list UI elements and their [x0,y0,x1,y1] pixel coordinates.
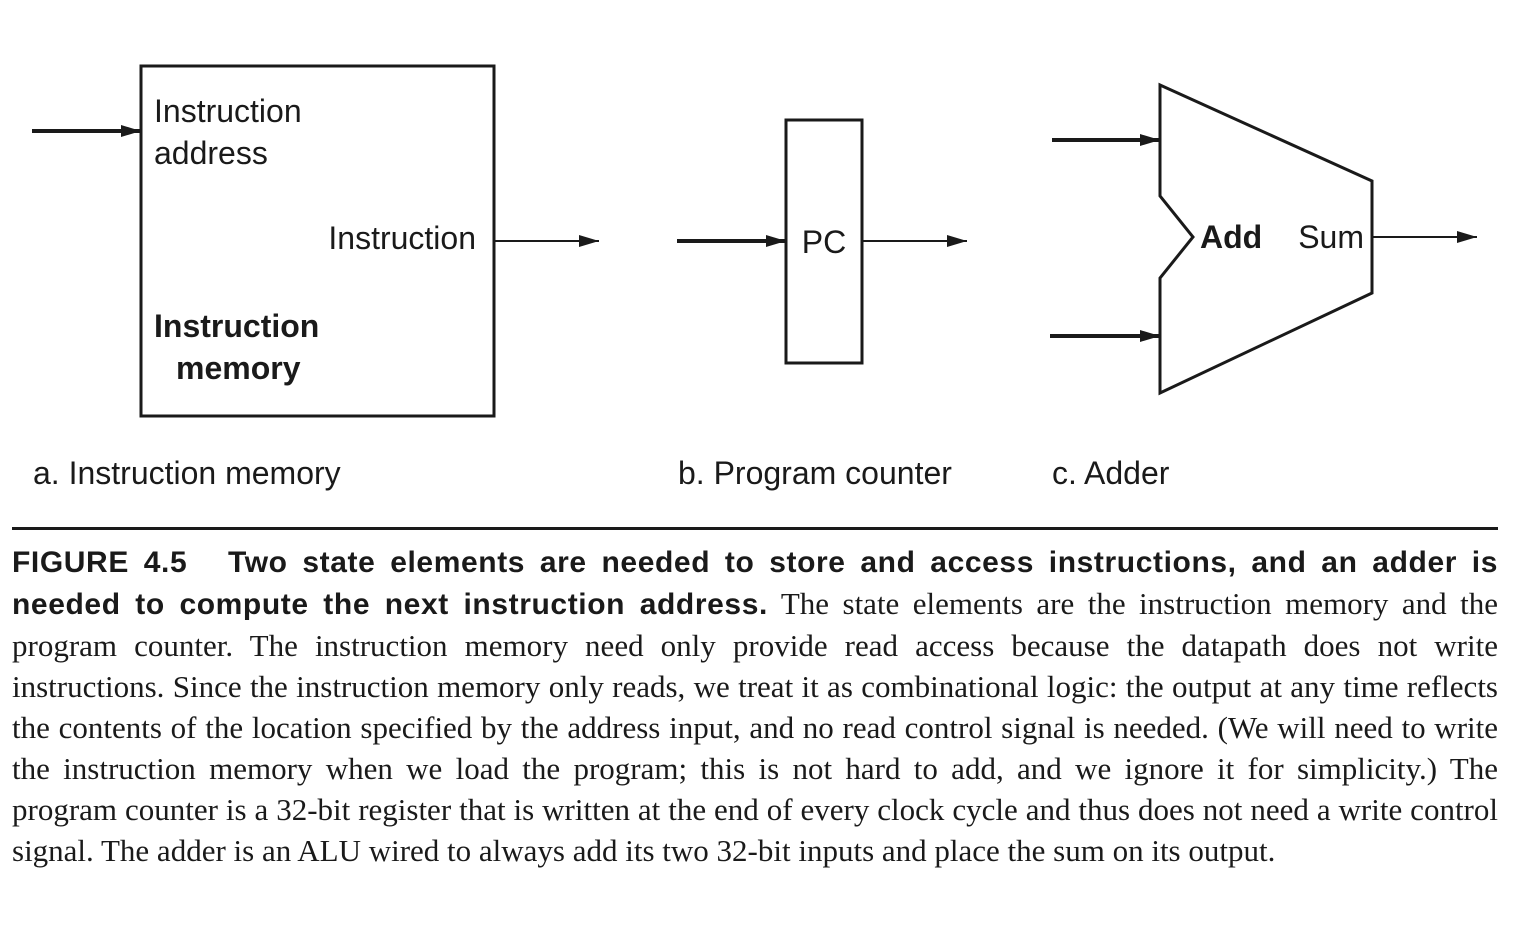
subcaption-instruction-memory: a. Instruction memory [33,455,341,491]
instruction-output-label: Instruction [328,220,476,256]
pc-label: PC [802,224,846,260]
datapath-elements-diagram: Instruction address Instruction Instruct… [32,64,1477,491]
instruction-memory-name-line1: Instruction [154,308,319,344]
adder-element: Add Sum c. Adder [1050,82,1477,491]
instruction-address-label-line1: Instruction [154,93,302,129]
program-counter-element: PC b. Program counter [677,118,967,491]
caption-divider-rule [12,527,1498,530]
instruction-memory-element: Instruction address Instruction Instruct… [32,64,599,491]
subcaption-adder: c. Adder [1052,455,1170,491]
figure-caption: FIGURE 4.5 Two state elements are needed… [12,541,1498,871]
instruction-address-label-line2: address [154,135,268,171]
figure-caption-body: The state elements are the instruction m… [12,586,1498,868]
figure-number: FIGURE 4.5 [12,546,188,579]
instruction-memory-name-line2: memory [176,350,301,386]
adder-sum-label: Sum [1298,219,1364,255]
adder-add-label: Add [1200,219,1262,255]
figure-title: Two state elements are needed to store a… [12,546,1499,621]
subcaption-program-counter: b. Program counter [678,455,952,491]
